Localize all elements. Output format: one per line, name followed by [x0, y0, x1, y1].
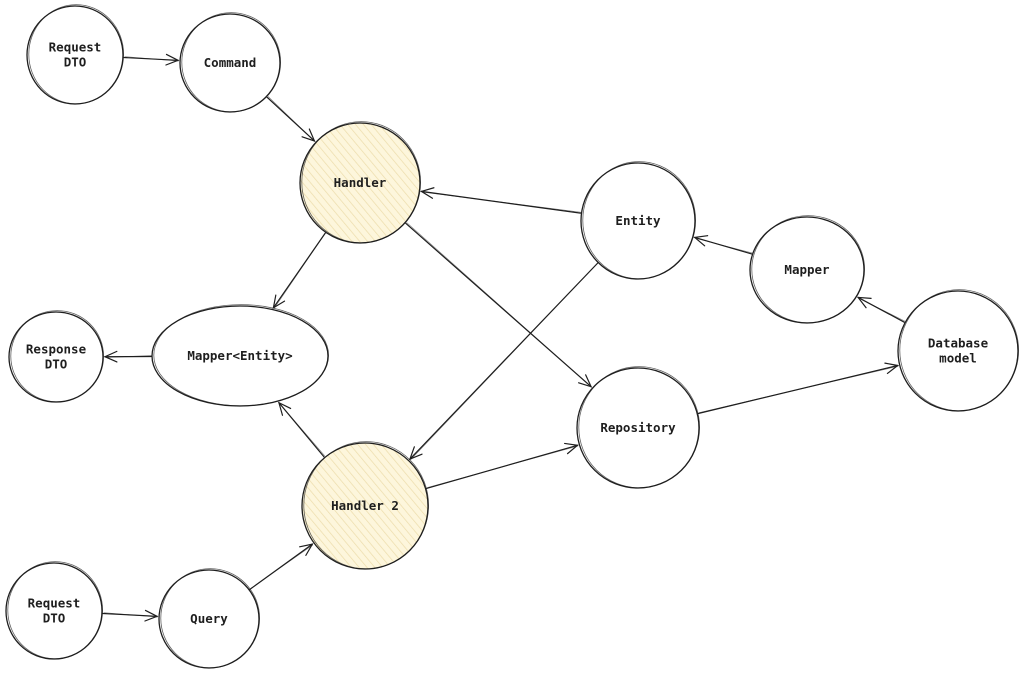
arrowhead [856, 296, 872, 309]
edge-request-dto-bottom-to-query [102, 609, 159, 622]
edge-handler-to-mapper-entity [272, 232, 327, 310]
response-dto-label-line-2: DTO [45, 357, 68, 372]
arrowhead [578, 374, 593, 388]
arrowhead [419, 187, 435, 199]
edge-mapper-entity-to-response-dto [103, 350, 152, 363]
node-entity: Entity [580, 161, 696, 280]
arrowhead [165, 53, 180, 66]
edge-request-dto-top-to-command [123, 53, 180, 66]
arrowhead [299, 543, 314, 556]
arrowhead [301, 128, 316, 142]
response-dto-label-line-1: Response [26, 342, 87, 357]
arrowhead [693, 235, 709, 247]
edge-entity-to-handler [419, 187, 582, 214]
entity-label: Entity [615, 213, 661, 228]
edge-mapper-to-entity [693, 235, 753, 255]
node-mapper-entity: Mapper<Entity> [151, 304, 329, 407]
edge-repository-to-database-model [697, 362, 900, 415]
database-model-label-line-2: model [939, 351, 977, 366]
arrowhead [277, 401, 292, 416]
node-handler: Handler [299, 121, 422, 244]
mapper-label: Mapper [784, 262, 830, 277]
repository-label: Repository [600, 420, 676, 435]
arrowhead [144, 609, 159, 622]
node-query: Query [158, 568, 260, 669]
node-mapper: Mapper [749, 215, 865, 324]
edge-entity-to-handler-2 [408, 262, 599, 461]
request-dto-top-label-line-2: DTO [64, 55, 87, 70]
query-label: Query [190, 611, 228, 626]
edge-handler-to-repository [405, 222, 593, 388]
arrowhead [564, 442, 579, 455]
edge-command-to-handler [266, 96, 316, 142]
mapper-entity-label: Mapper<Entity> [187, 348, 292, 363]
handler-2-label: Handler 2 [331, 498, 399, 513]
edge-handler-2-to-mapper-entity [277, 401, 326, 458]
node-command: Command [179, 12, 281, 113]
command-label: Command [204, 55, 257, 70]
request-dto-bottom-label-line-1: Request [28, 596, 81, 611]
handler-label: Handler [334, 175, 387, 190]
arrowhead [884, 362, 900, 375]
node-handler-2: Handler 2 [301, 441, 430, 570]
edge-database-model-to-mapper [856, 296, 906, 323]
request-dto-bottom-label-line-2: DTO [43, 611, 66, 626]
database-model-label-line-1: Database [928, 336, 989, 351]
edge-query-to-handler-2 [249, 543, 314, 590]
arrowhead [103, 350, 118, 363]
node-repository: Repository [576, 366, 700, 489]
edges [102, 53, 906, 622]
edge-handler-2-to-repository [425, 442, 579, 490]
request-dto-top-label-line-1: Request [49, 40, 102, 55]
arrowhead [408, 446, 423, 461]
